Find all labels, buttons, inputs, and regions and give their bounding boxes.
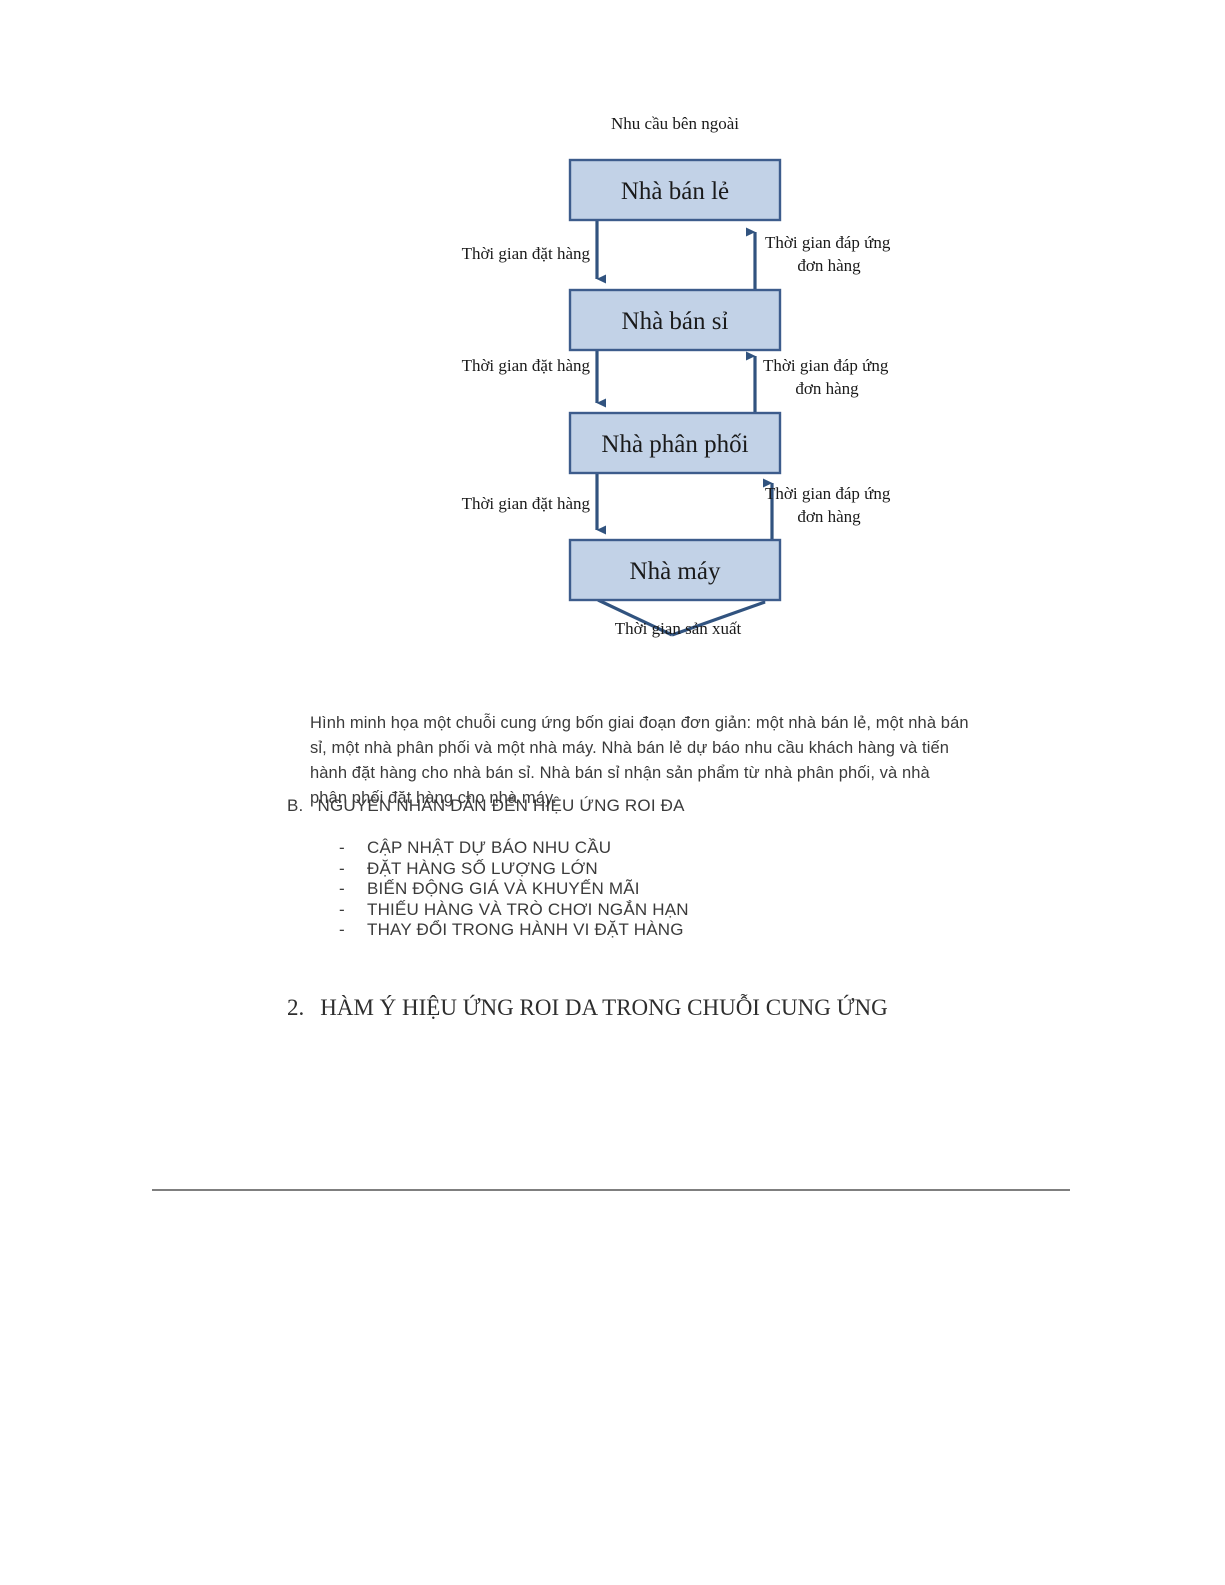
edge-label-order-3: Thời gian đặt hàng bbox=[462, 494, 591, 513]
list-item-label: CẬP NHẬT DỰ BÁO NHU CẦU bbox=[367, 838, 612, 857]
node-retailer bbox=[568, 158, 782, 222]
list-item-label: ĐẶT HÀNG SỐ LƯỢNG LỚN bbox=[367, 858, 598, 878]
section-b-heading: B. NGUYÊN NHÂN DẪN ĐẾN HIỆU ỨNG ROI ĐA bbox=[287, 794, 987, 818]
node-distributor bbox=[568, 411, 782, 475]
list-item-label: BIẾN ĐỘNG GIÁ VÀ KHUYẾN MÃI bbox=[367, 879, 640, 898]
list-item-label: THIẾU HÀNG VÀ TRÒ CHƠI NGẮN HẠN bbox=[367, 899, 689, 919]
edge-label-fulfil-1-line1: Thời gian đáp ứng bbox=[765, 233, 891, 252]
arrow-production-right bbox=[671, 590, 767, 637]
section-2-title: HÀM Ý HIỆU ỨNG ROI DA TRONG CHUỖI CUNG Ứ… bbox=[320, 995, 888, 1020]
node-retailer-label: Nhà bán lẻ bbox=[621, 178, 729, 205]
edge-label-fulfil-3-line2: đơn hàng bbox=[797, 507, 861, 526]
node-wholesaler bbox=[568, 288, 782, 352]
list-item: - THIẾU HÀNG VÀ TRÒ CHƠI NGẮN HẠN bbox=[339, 900, 1039, 921]
list-item: - BIẾN ĐỘNG GIÁ VÀ KHUYẾN MÃI bbox=[339, 879, 1039, 900]
bullet-dash-icon: - bbox=[339, 838, 345, 857]
edge-label-fulfil-2-line1: Thời gian đáp ứng bbox=[763, 356, 889, 375]
edge-label-fulfil-1-line2: đơn hàng bbox=[797, 256, 861, 275]
bullet-dash-icon: - bbox=[339, 879, 345, 898]
bullet-dash-icon: - bbox=[339, 920, 345, 939]
list-item: - ĐẶT HÀNG SỐ LƯỢNG LỚN bbox=[339, 859, 1039, 880]
node-wholesaler-label: Nhà bán sỉ bbox=[622, 308, 729, 335]
edge-label-order-2: Thời gian đặt hàng bbox=[462, 356, 591, 375]
arrow-production-left bbox=[597, 598, 673, 637]
supply-chain-diagram: Nhu cầu bên ngoài Nhà bán lẻ Nhà bán sỉ … bbox=[0, 0, 1225, 670]
section-b-list: - CẬP NHẬT DỰ BÁO NHU CẦU - ĐẶT HÀNG SỐ … bbox=[339, 838, 1039, 941]
section-b-title: NGUYÊN NHÂN DẪN ĐẾN HIỆU ỨNG ROI ĐA bbox=[317, 796, 685, 815]
edge-label-order-1: Thời gian đặt hàng bbox=[462, 244, 591, 263]
node-factory-label: Nhà máy bbox=[630, 558, 721, 585]
list-item-label: THAY ĐỔI TRONG HÀNH VI ĐẶT HÀNG bbox=[367, 920, 684, 939]
figure-caption: Hình minh họa một chuỗi cung ứng bốn gia… bbox=[310, 713, 969, 807]
edge-label-fulfil-3-line1: Thời gian đáp ứng bbox=[765, 484, 891, 503]
bullet-dash-icon: - bbox=[339, 899, 345, 919]
bullet-dash-icon: - bbox=[339, 858, 345, 878]
footer-divider bbox=[152, 1189, 1070, 1191]
node-distributor-label: Nhà phân phối bbox=[601, 431, 748, 458]
section-2-marker: 2. bbox=[287, 995, 305, 1020]
list-item: - THAY ĐỔI TRONG HÀNH VI ĐẶT HÀNG bbox=[339, 920, 1039, 941]
figure-title: Nhu cầu bên ngoài bbox=[611, 114, 739, 133]
list-item: - CẬP NHẬT DỰ BÁO NHU CẦU bbox=[339, 838, 1039, 859]
edge-label-production: Thời gian sản xuất bbox=[615, 619, 742, 638]
section-b-marker: B. bbox=[287, 796, 304, 815]
section-2-heading: 2. HÀM Ý HIỆU ỨNG ROI DA TRONG CHUỖI CUN… bbox=[287, 993, 1107, 1023]
edge-label-fulfil-2-line2: đơn hàng bbox=[795, 379, 859, 398]
node-factory bbox=[568, 538, 782, 602]
